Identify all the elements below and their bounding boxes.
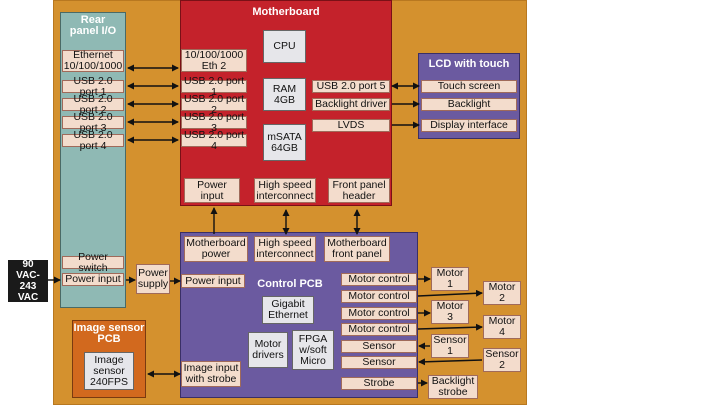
cpu-chip: CPU xyxy=(263,30,306,63)
rear-usb-port-4: USB 2.0 port 4 xyxy=(62,129,124,151)
cpcb-motor-control-3: Motor control xyxy=(341,307,417,320)
mb-power-input: Power input xyxy=(184,178,240,203)
motor-1-box: Motor 1 xyxy=(431,267,469,291)
mb-usb-port-1: USB 2.0 port 1 xyxy=(181,75,247,97)
msata-chip: mSATA 64GB xyxy=(263,124,306,161)
motherboard-title: Motherboard xyxy=(252,5,320,18)
cpcb-motor-control-2: Motor control xyxy=(341,290,417,303)
mb-usb-port-4: USB 2.0 port 4 xyxy=(181,129,247,151)
cpcb-strobe: Strobe xyxy=(341,377,417,390)
motor-4-box: Motor 4 xyxy=(483,315,521,339)
mb-backlight-driver: Backlight driver xyxy=(312,98,390,111)
backlight-strobe-box: Backlight strobe xyxy=(428,375,478,399)
lcd-touch-screen: Touch screen xyxy=(421,80,517,93)
mb-usb-port-2: USB 2.0 port 2 xyxy=(181,93,247,115)
lcd-backlight: Backlight xyxy=(421,98,517,111)
cpcb-motor-control-4: Motor control xyxy=(341,323,417,336)
power-source-box: 90 VAC-243 VAC xyxy=(8,259,48,303)
power-supply-box: Power supply xyxy=(136,264,170,294)
cpcb-high-speed-interconnect: High speed interconnect xyxy=(254,236,316,262)
motor-3-box: Motor 3 xyxy=(431,300,469,324)
cpcb-motor-control-1: Motor control xyxy=(341,273,417,286)
mb-usb-port-5: USB 2.0 port 5 xyxy=(312,80,390,93)
image-sensor-chip: Image sensor 240FPS xyxy=(84,352,134,390)
rear-usb-port-3: USB 2.0 port 3 xyxy=(62,111,124,133)
cpcb-sensor-2: Sensor xyxy=(341,356,417,369)
lcd-title: LCD with touch xyxy=(428,57,510,70)
sensor-2-box: Sensor 2 xyxy=(483,348,521,372)
motor-2-box: Motor 2 xyxy=(483,281,521,305)
rear-usb-port-1: USB 2.0 port 1 xyxy=(62,75,124,97)
image-sensor-pcb-title: Image sensor PCB xyxy=(73,322,145,345)
rear-panel-title: Rear panel I/O xyxy=(69,14,117,37)
rear-usb-port-2: USB 2.0 port 2 xyxy=(62,93,124,115)
cpcb-motherboard-power: Motherboard power xyxy=(184,236,248,262)
mb-eth2-port: 10/100/1000 Eth 2 xyxy=(181,49,247,72)
cpcb-motherboard-front-panel: Motherboard front panel xyxy=(324,236,390,262)
sensor-1-box: Sensor 1 xyxy=(431,334,469,358)
rear-power-switch: Power switch xyxy=(62,251,124,273)
fpga-chip: FPGA w/soft Micro xyxy=(292,330,334,370)
motor-drivers-chip: Motor drivers xyxy=(248,332,288,368)
arrow-sensor-2 xyxy=(418,358,483,366)
rear-ethernet-port: Ethernet 10/100/1000 xyxy=(62,49,124,72)
arrow-motor-4 xyxy=(417,323,483,331)
mb-lvds: LVDS xyxy=(312,119,390,132)
mb-usb-port-3: USB 2.0 port 3 xyxy=(181,111,247,133)
arrow-motor-2 xyxy=(417,289,483,297)
cpcb-sensor-1: Sensor xyxy=(341,340,417,353)
cpcb-power-input: Power input xyxy=(181,274,245,288)
control-pcb-title: Control PCB xyxy=(257,277,323,290)
cpcb-image-input: Image input with strobe xyxy=(181,361,241,387)
rear-power-input: Power input xyxy=(62,273,124,286)
ram-chip: RAM 4GB xyxy=(263,78,306,111)
gigabit-ethernet-chip: Gigabit Ethernet xyxy=(262,296,314,324)
mb-front-panel-header: Front panel header xyxy=(328,178,390,203)
lcd-display-interface: Display interface xyxy=(421,119,517,132)
mb-high-speed-interconnect: High speed interconnect xyxy=(254,178,316,203)
